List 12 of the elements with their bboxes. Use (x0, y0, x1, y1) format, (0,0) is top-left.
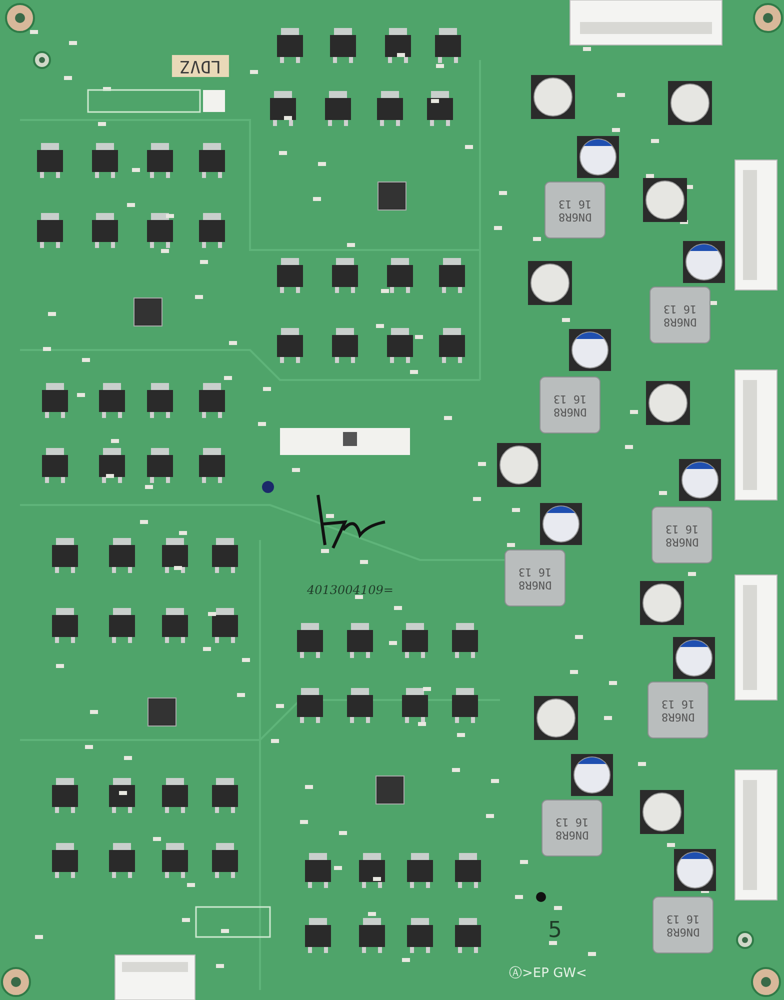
inductor-marking: DN6R8 16 13 (665, 912, 701, 938)
inductor-marking: DN6R8 16 13 (660, 697, 696, 724)
silkscreen-text: Ⓐ>EP GW< (509, 965, 587, 982)
inductor-marking: DN6R8 16 13 (517, 565, 553, 592)
inductor-marking: DN6R8 16 13 (664, 522, 700, 548)
board-code: LDVZ (172, 55, 228, 77)
silkscreen-number: 5 (548, 918, 562, 942)
inductor-marking: DN6R8 16 13 (554, 815, 590, 842)
inductor-marking: DN6R8 16 13 (552, 392, 588, 418)
inductor-marking: DN6R8 16 13 (662, 302, 698, 328)
inductor-marking: DN6R8 16 13 (557, 197, 593, 224)
part-number: 4013004109= (307, 583, 394, 597)
